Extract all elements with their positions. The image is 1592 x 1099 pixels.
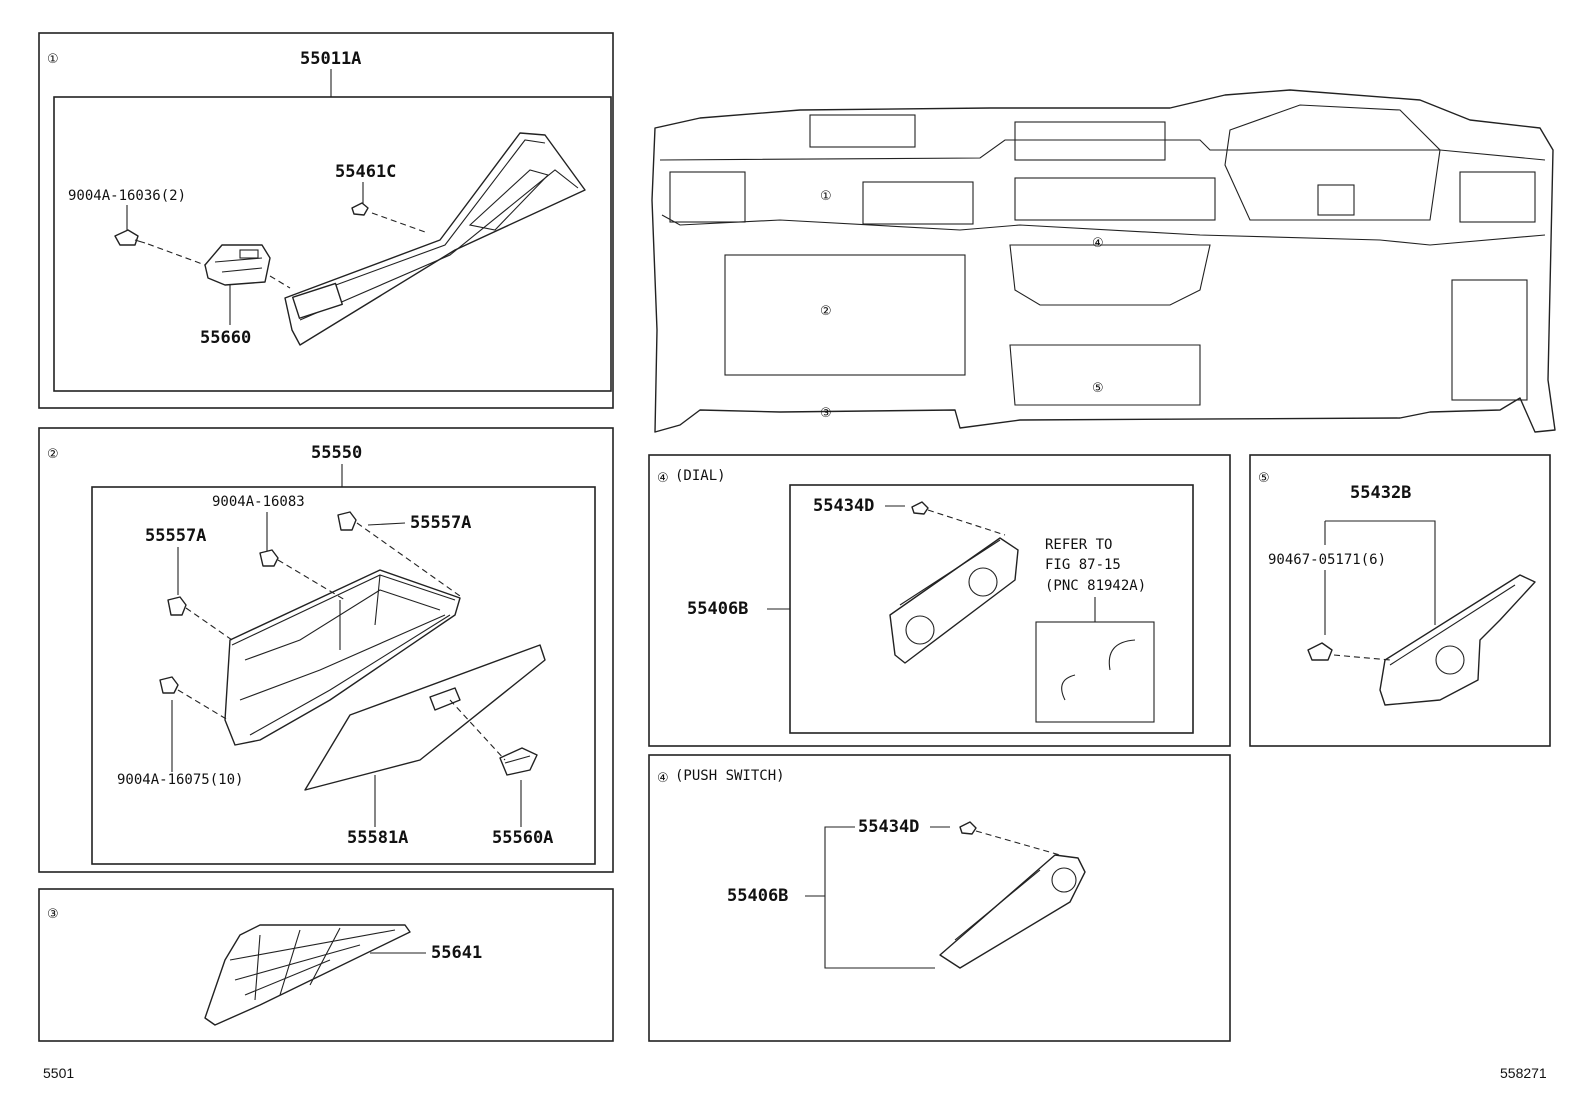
callout-1[interactable]: ① (820, 189, 832, 204)
panel-3-index: ③ (47, 907, 59, 922)
refer-line-3: (PNC 81942A) (1045, 578, 1146, 594)
part-label-55660[interactable]: 55660 (200, 328, 251, 348)
panel-2-frame (38, 427, 614, 873)
callout-3[interactable]: ③ (820, 406, 832, 421)
panel-1: ① 55011A 55461C 9004A-16036(2) 55660 (38, 32, 614, 409)
footer-right-code: 558271 (1500, 1065, 1547, 1081)
clip-part-55461C (351, 202, 369, 216)
clip-part-90467 (1307, 642, 1333, 661)
push-switch-panel-part (939, 854, 1086, 969)
panel-4-push-caption: (PUSH SWITCH) (675, 768, 785, 784)
part-label-55461C[interactable]: 55461C (335, 162, 396, 182)
callout-2[interactable]: ② (820, 304, 832, 319)
panel-1-frame (38, 32, 614, 409)
part-label-55550[interactable]: 55550 (311, 443, 362, 463)
part-label-9004A-16083[interactable]: 9004A-16083 (212, 494, 305, 510)
callout-4[interactable]: ④ (1092, 236, 1104, 251)
panel-5: ⑤ 55432B 90467-05171(6) (1249, 454, 1551, 747)
panel-4-push: ④ (PUSH SWITCH) 55434D 55406B (648, 754, 1231, 1042)
knob-ring-left (1061, 674, 1076, 701)
part-label-90467-05171[interactable]: 90467-05171(6) (1268, 552, 1386, 568)
switch-part (204, 244, 271, 286)
bolt-part (114, 229, 146, 246)
part-label-55581A[interactable]: 55581A (347, 828, 408, 848)
panel-2-index: ② (47, 447, 59, 462)
part-label-55406B-push[interactable]: 55406B (727, 886, 788, 906)
part-label-55557A-left[interactable]: 55557A (145, 526, 206, 546)
panel-2: ② 55550 9004A-16083 55557A 55557A 9004A-… (38, 427, 614, 873)
console-trim-part (284, 132, 586, 346)
panel-4-dial-frame (648, 454, 1231, 747)
latch-part (499, 747, 538, 776)
part-label-55011A[interactable]: 55011A (300, 49, 361, 69)
part-label-9004A-16036[interactable]: 9004A-16036(2) (68, 188, 186, 204)
panel-4-dial-caption: (DIAL) (675, 468, 726, 484)
refer-detail-box (1035, 621, 1155, 723)
panel-4-dial-inner-frame (789, 484, 1194, 734)
panel-5-frame (1249, 454, 1551, 747)
glove-box-part (224, 569, 461, 746)
part-label-55557A-right[interactable]: 55557A (410, 513, 471, 533)
panel-3: ③ 55641 (38, 888, 614, 1042)
part-label-55434D-push[interactable]: 55434D (858, 817, 919, 837)
refer-line-2: FIG 87-15 (1045, 557, 1121, 573)
part-label-55432B[interactable]: 55432B (1350, 483, 1411, 503)
side-trim-part (1379, 574, 1536, 706)
callout-5[interactable]: ⑤ (1092, 381, 1104, 396)
knob-ring-right (1108, 639, 1136, 671)
panel-5-index: ⑤ (1258, 471, 1270, 486)
panel-2-inner-frame (91, 486, 596, 865)
clip-part-55434D-dial (911, 501, 929, 515)
part-label-9004A-16075[interactable]: 9004A-16075(10) (117, 772, 243, 788)
panel-4-dial: ④ (DIAL) 55434D 55406B REFER TO FIG 87-1… (648, 454, 1231, 747)
part-label-55641[interactable]: 55641 (431, 943, 482, 963)
clip-part-55434D-push (959, 821, 977, 835)
panel-4-dial-index: ④ (657, 471, 669, 486)
glove-door-part (304, 644, 546, 791)
part-label-55406B-dial[interactable]: 55406B (687, 599, 748, 619)
panel-4-push-frame (648, 754, 1231, 1042)
panel-3-frame (38, 888, 614, 1042)
glove-box-cover-part (204, 924, 411, 1026)
panel-1-index: ① (47, 52, 59, 67)
panel-4-push-index: ④ (657, 771, 669, 786)
stopper-parts (159, 511, 357, 694)
part-label-55434D-dial[interactable]: 55434D (813, 496, 874, 516)
refer-line-1: REFER TO (1045, 537, 1112, 553)
panel-1-inner-frame (53, 96, 612, 392)
instrument-panel-overview: ① ② ③ ④ ⑤ (651, 89, 1556, 433)
footer-left-code: 5501 (43, 1065, 74, 1081)
dial-control-panel-part (889, 537, 1019, 664)
part-label-55560A[interactable]: 55560A (492, 828, 553, 848)
